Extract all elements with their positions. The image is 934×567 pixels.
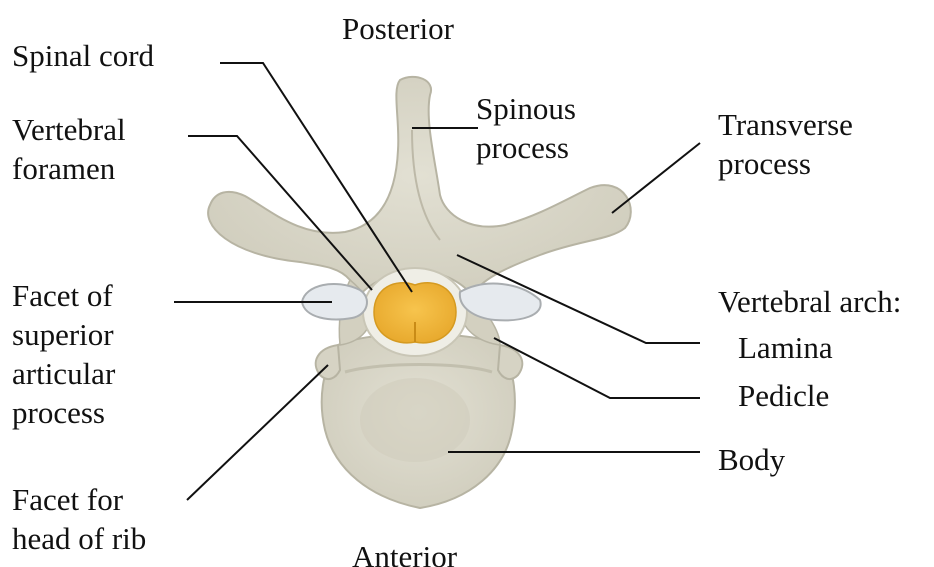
spinal-cord-label: Spinal cord [12, 36, 154, 75]
vertebral-arch-label: Vertebral arch: [718, 282, 901, 321]
spinous-process-label-line-2: process [476, 128, 576, 167]
facet-superior-label-line-1: Facet of [12, 276, 115, 315]
transverse-process-label: Transverse process [718, 105, 853, 183]
facet-superior-label-line-4: process [12, 393, 115, 432]
spinous-process-label: Spinous process [476, 89, 576, 167]
anterior-label: Anterior [352, 537, 457, 567]
vertebral-body-texture [360, 378, 470, 462]
transverse-process-label-line-2: process [718, 144, 853, 183]
posterior-label: Posterior [342, 9, 454, 48]
facet-rib-label-line-1: Facet for [12, 480, 146, 519]
vertebral-foramen-label: Vertebral foramen [12, 110, 126, 188]
facet-superior-label: Facet of superior articular process [12, 276, 115, 432]
leader-facet-rib [187, 365, 328, 500]
facet-rib-label-line-2: head of rib [12, 519, 146, 558]
facet-superior-label-line-2: superior [12, 315, 115, 354]
facet-rib-label: Facet for head of rib [12, 480, 146, 558]
pedicle-label: Pedicle [738, 376, 829, 415]
vertebral-foramen-label-line-2: foramen [12, 149, 126, 188]
facet-superior-label-line-3: articular [12, 354, 115, 393]
transverse-process-label-line-1: Transverse [718, 105, 853, 144]
leader-transverse-process [612, 143, 700, 213]
lamina-label: Lamina [738, 328, 833, 367]
body-label: Body [718, 440, 785, 479]
vertebral-foramen-label-line-1: Vertebral [12, 110, 126, 149]
spinous-process-label-line-1: Spinous [476, 89, 576, 128]
leader-pedicle [494, 338, 700, 398]
